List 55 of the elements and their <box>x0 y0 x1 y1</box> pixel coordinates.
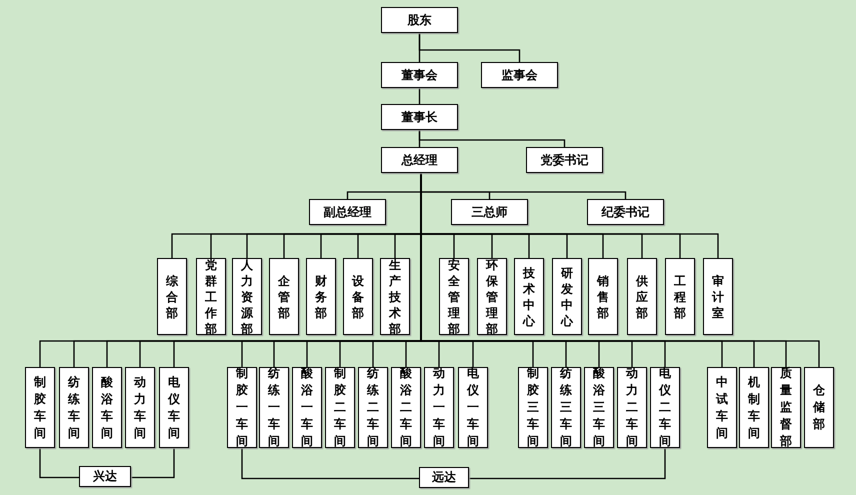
org-box: 三总师 <box>451 199 528 225</box>
department-box: 设备部 <box>343 258 373 335</box>
workshop-box: 纺练一车间 <box>259 367 289 448</box>
org-box: 纪委书记 <box>587 199 664 225</box>
department-box: 安全管理部 <box>439 258 469 335</box>
workshop-box: 中试车间 <box>707 367 737 448</box>
org-box: 董事长 <box>381 104 458 130</box>
workshop-box: 电仪一车间 <box>458 367 488 448</box>
workshop-box: 机制车间 <box>739 367 769 448</box>
workshop-box: 电仪车间 <box>159 367 189 448</box>
department-box: 审计室 <box>703 258 733 335</box>
org-box: 远达 <box>419 467 469 488</box>
workshop-box: 动力二车间 <box>617 367 647 448</box>
workshop-box: 酸浴车间 <box>92 367 122 448</box>
department-box: 生产技术部 <box>380 258 410 335</box>
workshop-box: 电仪二车间 <box>650 367 680 448</box>
workshop-box: 动力一车间 <box>424 367 454 448</box>
connector-line <box>241 448 419 480</box>
connector-line <box>418 130 566 147</box>
workshop-box: 动力车间 <box>125 367 155 448</box>
workshop-box: 酸浴二车间 <box>391 367 421 448</box>
org-box: 股东 <box>381 7 458 33</box>
workshop-box: 酸浴三车间 <box>584 367 614 448</box>
connector-line <box>418 88 420 104</box>
org-box: 总经理 <box>381 147 458 173</box>
department-box: 环保管理部 <box>477 258 507 335</box>
workshop-box: 制胶一车间 <box>227 367 257 448</box>
department-box: 人力资源部 <box>232 258 262 335</box>
workshop-box: 纺练车间 <box>59 367 89 448</box>
workshop-box: 仓储部 <box>804 367 834 448</box>
workshop-box: 制胶二车间 <box>325 367 355 448</box>
department-box: 党群工作部 <box>196 258 226 335</box>
department-box: 工程部 <box>665 258 695 335</box>
org-box: 董事会 <box>381 62 458 88</box>
department-box: 供应部 <box>627 258 657 335</box>
workshop-box: 纺练三车间 <box>551 367 581 448</box>
workshop-box: 酸浴一车间 <box>292 367 322 448</box>
org-box: 党委书记 <box>526 147 603 173</box>
workshop-box: 制胶车间 <box>25 367 55 448</box>
org-box: 兴达 <box>79 466 131 487</box>
connector-line <box>39 448 79 478</box>
department-box: 销售部 <box>588 258 618 335</box>
workshop-box: 质量监督部 <box>771 367 801 448</box>
workshop-box: 制胶三车间 <box>518 367 548 448</box>
department-box: 企管部 <box>269 258 299 335</box>
org-box: 副总经理 <box>309 199 386 225</box>
org-box: 监事会 <box>481 62 558 88</box>
workshop-box: 纺练二车间 <box>358 367 388 448</box>
connector-line <box>131 448 175 478</box>
connector-line <box>469 448 666 480</box>
department-box: 技术中心 <box>514 258 544 335</box>
department-box: 研发中心 <box>552 258 582 335</box>
department-box: 财务部 <box>306 258 336 335</box>
department-box: 综合部 <box>157 258 187 335</box>
connector-line <box>418 33 520 62</box>
